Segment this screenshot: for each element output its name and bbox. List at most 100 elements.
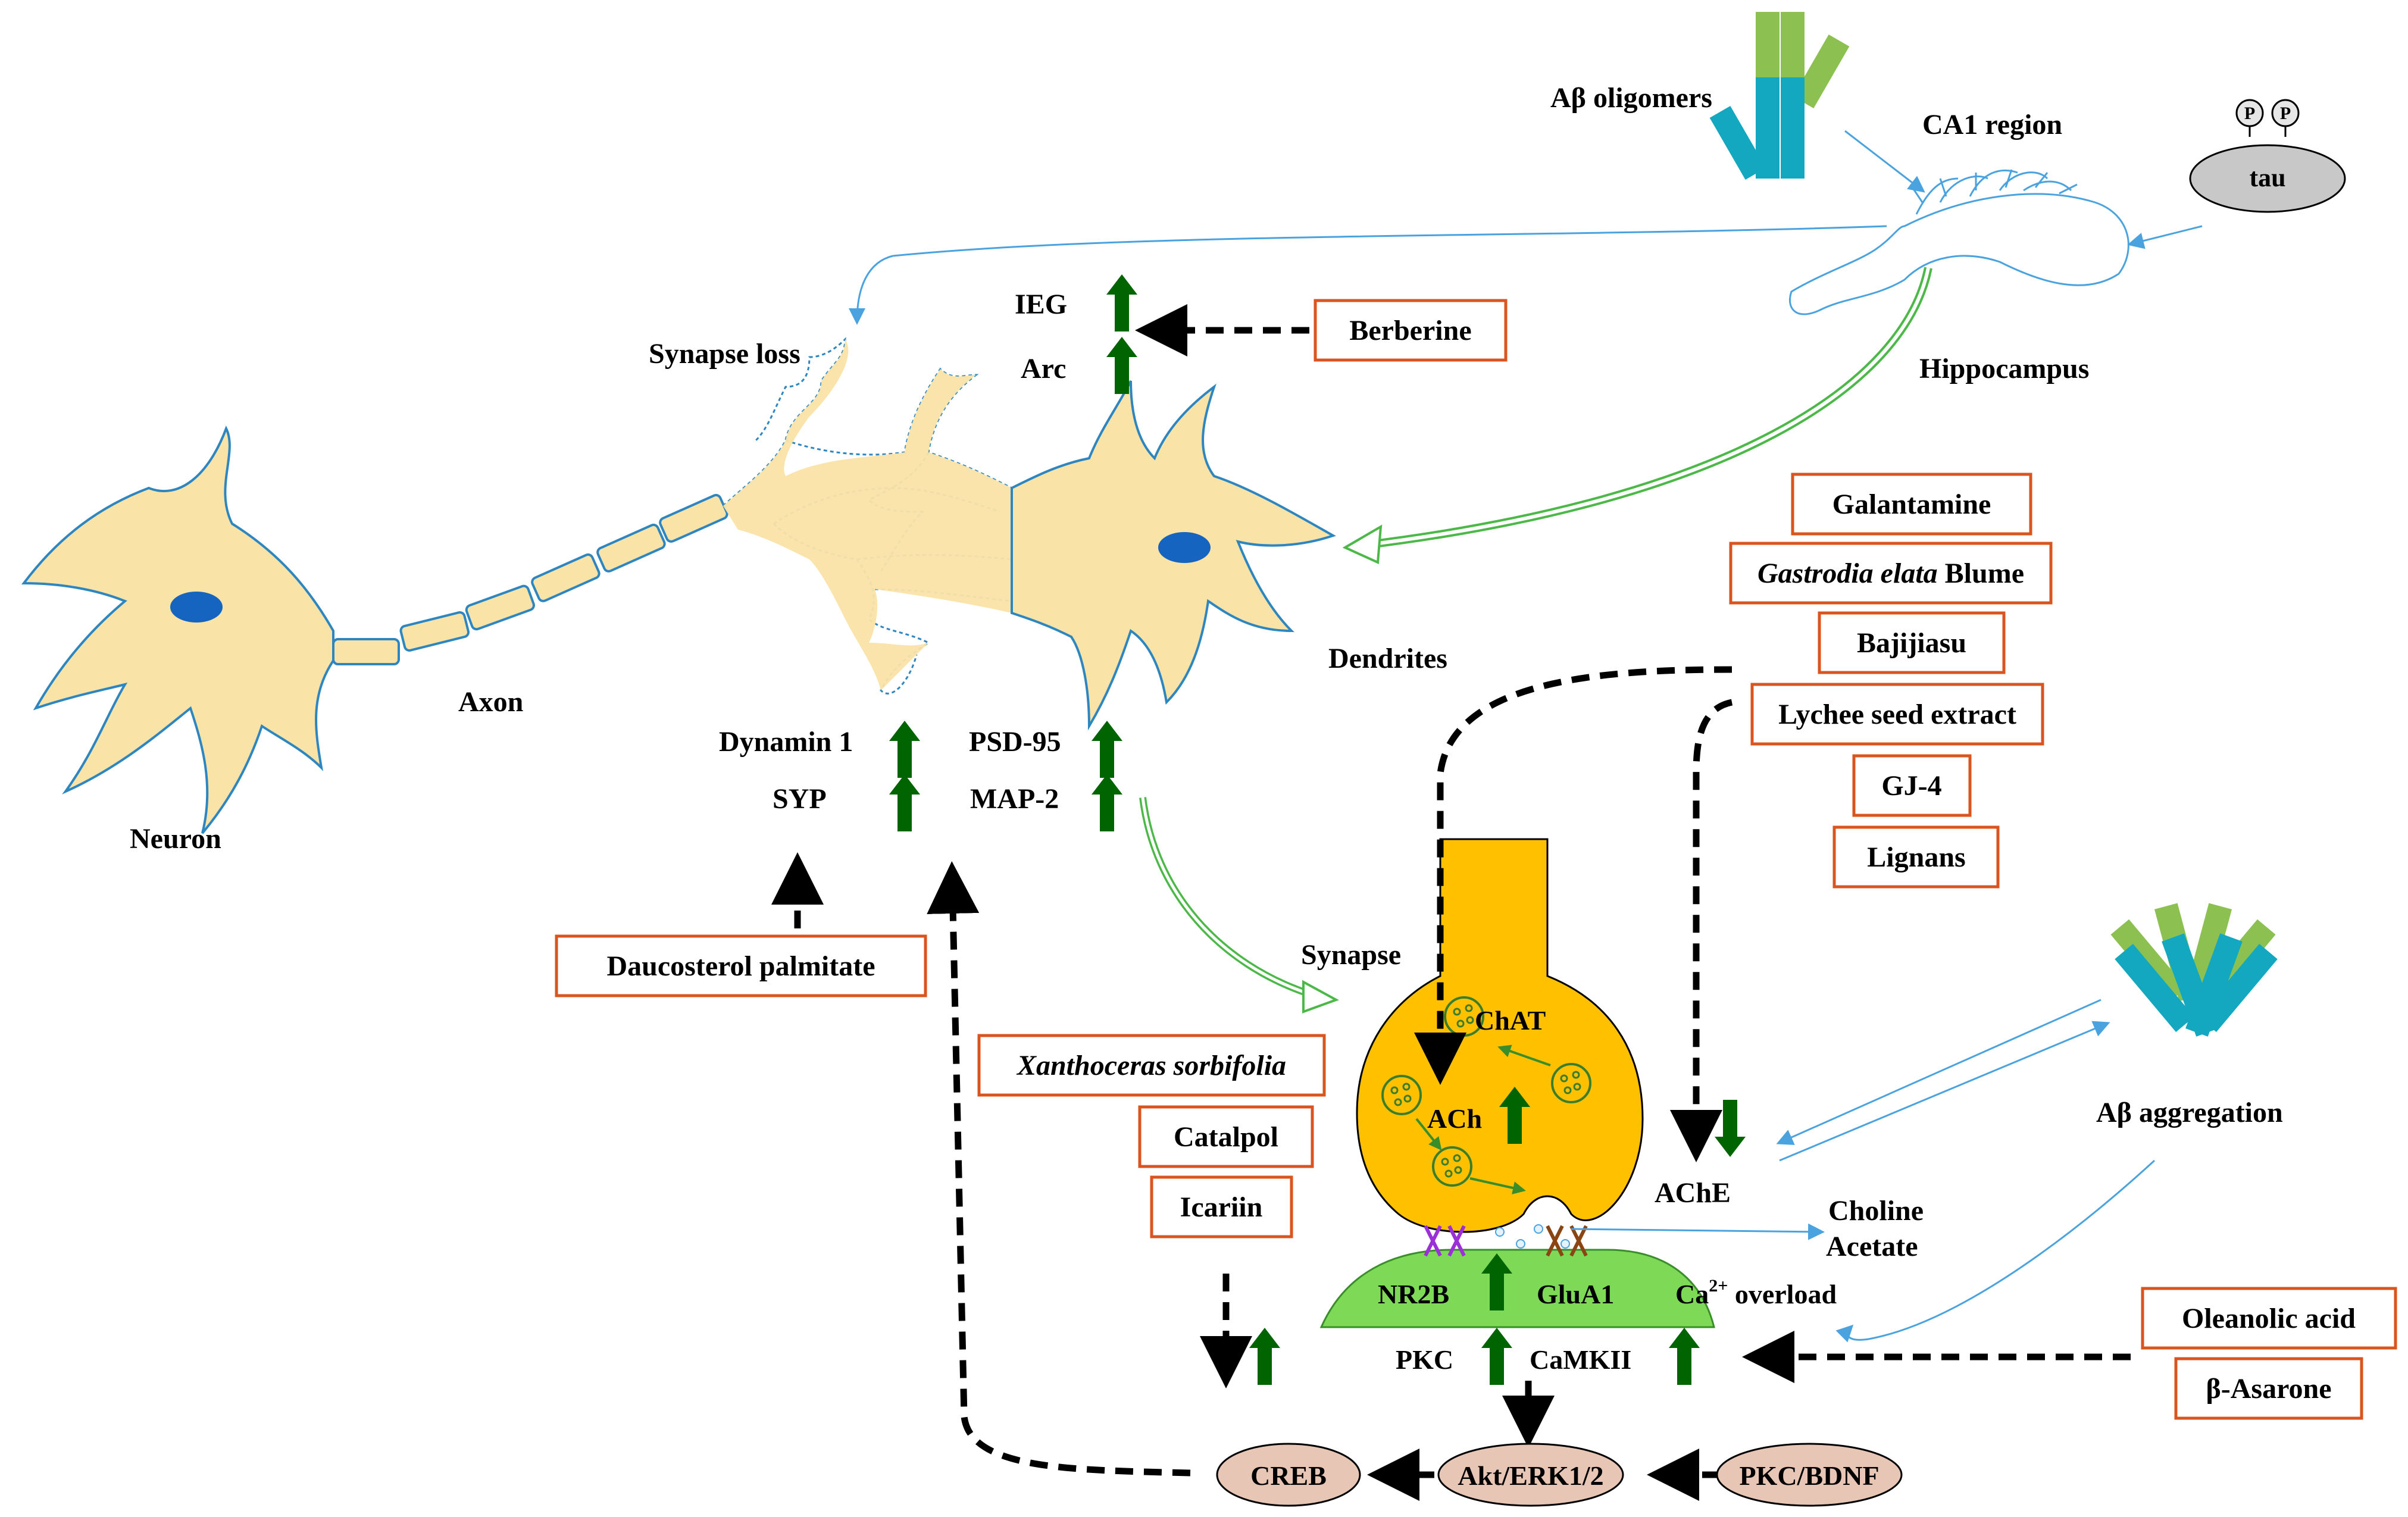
gastrodia-label: Gastrodia elata Blume [1757, 558, 2024, 589]
phospho-label-2: P [2280, 104, 2291, 123]
dendrites-to-synapse-arrow [1139, 797, 1311, 997]
postsynaptic-neuron [1011, 380, 1336, 731]
hippocampus-to-synapse-loss-arrow [849, 225, 1887, 325]
asarone-box [2174, 1357, 2363, 1420]
ieg-label: IEG [1015, 289, 1067, 320]
bajijiasu-label: Bajijiasu [1857, 627, 1966, 659]
ca-overload-up-arrow [1669, 1328, 1700, 1385]
ca1-region-label: CA1 region [1922, 109, 2062, 140]
catalpol-box [1138, 1105, 1314, 1168]
ca-overload-label: Ca2+ overload [1675, 1276, 1837, 1309]
axon-label: Axon [458, 686, 523, 718]
abeta-to-ca-overload-arrow [1835, 1159, 2156, 1343]
oleanolic-label: Oleanolic acid [2182, 1303, 2356, 1334]
gj4-label: GJ-4 [1881, 770, 1941, 802]
syp-up-arrow [889, 774, 920, 831]
lychee-label: Lychee seed extract [1778, 699, 2016, 730]
phospho-label-1: P [2244, 104, 2255, 123]
abeta-to-ache-arrow [1776, 999, 2101, 1145]
acetate-label: Acetate [1826, 1231, 1918, 1262]
postsynaptic-membrane [1319, 1225, 1715, 1328]
bajijiasu-box [1818, 611, 2006, 674]
xanthoceras-box [977, 1034, 1326, 1097]
arc-up-arrow [1106, 337, 1137, 394]
abeta-oligomer-icon [1709, 12, 1850, 180]
arc-label: Arc [1021, 353, 1066, 384]
pkc-bdnf-label: PKC/BDNF [1739, 1460, 1879, 1491]
galantamine-box [1791, 473, 2032, 536]
pkc-camkii-up-arrow [1481, 1328, 1512, 1385]
nr2b-receptor-icon [1424, 1225, 1466, 1257]
phospho-circle-2 [2271, 99, 2300, 127]
syp-label: SYP [773, 783, 827, 815]
phospho-circle-1 [2235, 99, 2264, 127]
icariin-label: Icariin [1180, 1191, 1263, 1223]
tau-to-ca1-arrow [2127, 225, 2203, 249]
oleanolic-box [2141, 1287, 2397, 1350]
tau-protein-icon: P P tau [2189, 99, 2346, 213]
cleft-to-choline-arrow [1571, 1223, 1825, 1240]
catalpol-label: Catalpol [1174, 1121, 1278, 1153]
nr2b-label: NR2B [1378, 1279, 1449, 1309]
dynamin-label: Dynamin 1 [719, 726, 853, 758]
ieg-up-arrow [1106, 274, 1137, 331]
creb-label: CREB [1250, 1460, 1327, 1491]
ache-to-abeta-arrow [1779, 1021, 2110, 1162]
abeta-aggregation-label: Aβ aggregation [2096, 1097, 2283, 1128]
pkc-bdnf-node: PKC/BDNF [1716, 1443, 1903, 1507]
choline-label: Choline [1828, 1195, 1924, 1227]
ache-label: AChE [1655, 1177, 1731, 1209]
postsynaptic-nucleus [1158, 532, 1211, 563]
lignans-label: Lignans [1867, 842, 1965, 873]
abeta-to-ca1-arrow [1844, 130, 1925, 193]
dynamin-up-arrow [889, 721, 920, 778]
gastrodia-box [1729, 542, 2053, 605]
abeta-aggregation-icon [2110, 903, 2278, 1037]
axon-terminal-fill [723, 339, 1012, 690]
lignans-box [1832, 825, 2000, 889]
berberine-box [1314, 299, 1508, 362]
synapse-loss-label: Synapse loss [649, 338, 800, 370]
daucosterol-box [555, 934, 927, 997]
presynaptic-neuron [21, 425, 334, 834]
vesicle-4 [1432, 1146, 1472, 1187]
map2-label: MAP-2 [970, 783, 1059, 815]
icariin-box [1150, 1175, 1293, 1238]
dendrites-label: Dendrites [1328, 643, 1447, 674]
gj4-box [1852, 754, 1972, 817]
psd95-label: PSD-95 [969, 726, 1061, 758]
creb-to-map2-arrow [927, 861, 1191, 1477]
abeta-oligomers-label: Aβ oligomers [1550, 82, 1712, 114]
creb-node: CREB [1216, 1443, 1361, 1507]
camkii-label: CaMKII [1530, 1344, 1631, 1375]
glua1-receptor-icon [1546, 1225, 1588, 1257]
psd95-up-arrow [1092, 721, 1122, 778]
neuron-label: Neuron [130, 823, 221, 855]
glua1-label: GluA1 [1537, 1279, 1614, 1309]
galantamine-label: Galantamine [1832, 489, 1991, 520]
asarone-label: β-Asarone [2206, 1373, 2331, 1405]
hippocampus-label: Hippocampus [1919, 353, 2089, 384]
neuron-nucleus [170, 592, 223, 623]
lychee-box [1750, 683, 2044, 746]
berberine-label: Berberine [1349, 315, 1471, 346]
presynaptic-terminal [1356, 838, 1644, 1269]
hippocampus-drawing [1788, 169, 2129, 315]
catalpol-up-arrow [1249, 1328, 1280, 1385]
xanthoceras-label: Xanthoceras sorbifolia [1016, 1050, 1286, 1081]
chat-label: ChAT [1475, 1005, 1546, 1036]
compounds-to-ache-arrow [1670, 699, 1733, 1162]
akt-erk-label: Akt/ERK1/2 [1458, 1460, 1603, 1491]
vesicle-3 [1381, 1075, 1422, 1115]
axon-myelin [332, 493, 728, 665]
akt-erk-node: Akt/ERK1/2 [1437, 1443, 1624, 1507]
tau-label: tau [2249, 163, 2285, 192]
map2-up-arrow [1092, 774, 1122, 831]
pkc-label: PKC [1396, 1344, 1453, 1375]
vesicle-2 [1551, 1063, 1591, 1103]
ach-label: ACh [1427, 1103, 1482, 1134]
daucosterol-label: Daucosterol palmitate [606, 950, 875, 982]
synapse-label: Synapse [1301, 939, 1401, 971]
ache-down-arrow [1715, 1100, 1746, 1157]
